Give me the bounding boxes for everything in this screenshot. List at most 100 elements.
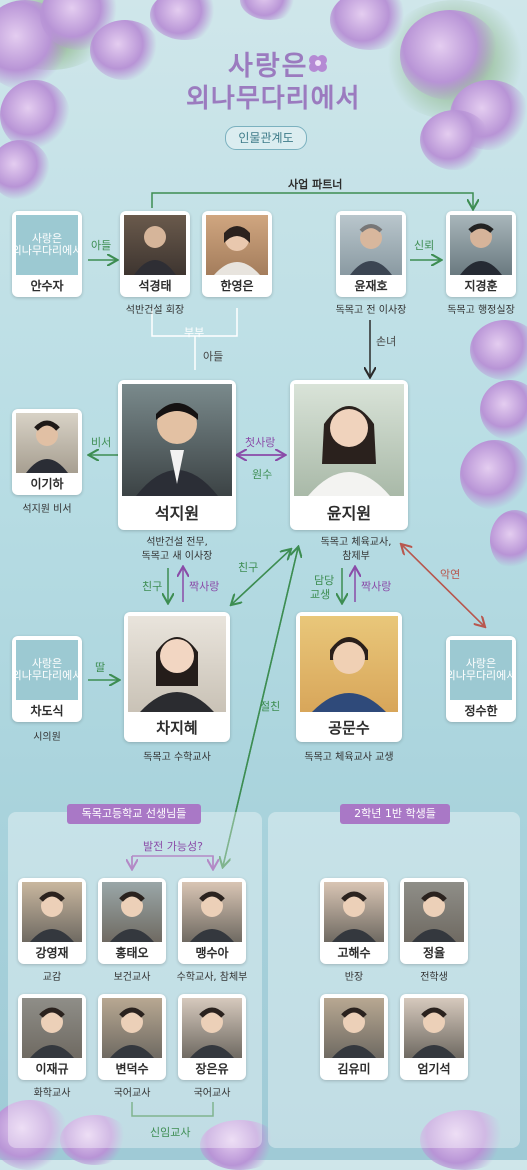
portrait — [294, 384, 404, 496]
person-icon — [308, 406, 390, 496]
character-desc: 전학생 — [420, 972, 448, 983]
drama-logo: 사랑은 외나무다리에서 — [12, 215, 82, 275]
character-name: 윤재호 — [354, 279, 388, 293]
relation-label-enemy: 원수 — [252, 468, 273, 481]
person-icon — [110, 1007, 154, 1058]
portrait — [182, 882, 242, 942]
character-name: 석경태 — [138, 279, 172, 293]
portrait — [16, 413, 78, 473]
teachers-card[interactable]: 변덕수 — [98, 994, 166, 1080]
teachers-panel — [8, 812, 262, 1148]
person-icon — [190, 1007, 234, 1058]
character-name: 한영은 — [220, 279, 254, 293]
portrait — [102, 998, 162, 1058]
character-desc: 국어교사 — [113, 1088, 151, 1099]
character-desc: 석반건설 회장 — [125, 305, 185, 316]
teachers-banner: 독목고등학교 선생님들 — [67, 804, 201, 824]
character-name: 이기하 — [30, 477, 64, 491]
portrait — [404, 998, 464, 1058]
relation-label-friend: 친구 — [142, 580, 163, 593]
character-desc: 보건교사 — [113, 972, 151, 983]
character-name: 이재규 — [35, 1062, 69, 1076]
teachers-card[interactable]: 강영재 — [18, 878, 86, 964]
person-icon — [110, 891, 154, 942]
teachers-card[interactable]: 맹수아 — [178, 878, 246, 964]
character-name: 차지혜 — [156, 719, 198, 737]
person-icon — [136, 403, 218, 496]
person-icon — [30, 891, 74, 942]
character-card-chadosik[interactable]: 사랑은 외나무다리에서 차도식 — [12, 636, 82, 722]
character-card-hanyeongeun[interactable]: 한영은 — [202, 211, 272, 297]
character-card-ansuja[interactable]: 사랑은 외나무다리에서 안수자 — [12, 211, 82, 297]
relation-label-secretary: 비서 — [91, 436, 112, 449]
character-card-yunjaeho[interactable]: 윤재호 — [336, 211, 406, 297]
relation-label-first-love: 첫사랑 — [245, 436, 276, 449]
person-icon — [412, 1007, 456, 1058]
person-icon — [140, 637, 214, 712]
portrait — [122, 384, 232, 496]
teachers-card[interactable]: 홍태오 — [98, 878, 166, 964]
character-name: 김유미 — [337, 1062, 371, 1076]
relation-label-potential: 발전 가능성? — [143, 840, 203, 853]
character-name: 맹수아 — [195, 946, 229, 960]
drama-logo: 사랑은 외나무다리에서 — [12, 640, 82, 700]
relation-label-student-teacher: 교생 — [310, 588, 331, 601]
students-card[interactable]: 엄기석 — [400, 994, 468, 1080]
relation-label-son: 아들 — [203, 350, 224, 363]
character-name: 정수한 — [464, 704, 498, 718]
relation-label-son: 아들 — [91, 239, 112, 252]
portrait — [124, 215, 186, 275]
character-desc: 독목고 수학교사 — [143, 752, 211, 763]
person-icon — [30, 1007, 74, 1058]
students-banner: 2학년 1반 학생들 — [340, 804, 450, 824]
portrait — [404, 882, 464, 942]
character-desc: 석지원 비서 — [22, 504, 72, 515]
desc-line: 석반건설 전무, — [146, 537, 208, 548]
students-panel — [268, 812, 520, 1148]
page-subtitle: 인물관계도 — [225, 126, 307, 150]
desc-line: 독목고 새 이사장 — [141, 551, 213, 562]
character-desc: 국어교사 — [193, 1088, 231, 1099]
students-card[interactable]: 정율 — [400, 878, 468, 964]
character-name: 공문수 — [328, 719, 370, 737]
portrait — [450, 215, 512, 275]
students-card[interactable]: 고해수 — [320, 878, 388, 964]
desc-line: 독목고 체육교사, — [320, 537, 392, 548]
character-card-seokjiwon[interactable]: 석지원 — [118, 380, 236, 530]
portrait — [324, 882, 384, 942]
person-icon — [350, 224, 392, 275]
character-card-chajihye[interactable]: 차지혜 — [124, 612, 230, 742]
character-card-igiha[interactable]: 이기하 — [12, 409, 82, 495]
character-desc: 화학교사 — [33, 1088, 71, 1099]
portrait — [340, 215, 402, 275]
person-icon — [214, 226, 260, 275]
relation-label-charge: 담당 — [314, 574, 335, 587]
person-icon — [332, 891, 376, 942]
character-name: 엄기석 — [417, 1062, 451, 1076]
portrait — [182, 998, 242, 1058]
relation-label-granddaughter: 손녀 — [376, 335, 397, 348]
character-card-seokgyeongtae[interactable]: 석경태 — [120, 211, 190, 297]
character-card-gongmunsu[interactable]: 공문수 — [296, 612, 402, 742]
character-desc: 독목고 전 이사장 — [335, 305, 407, 316]
portrait — [206, 215, 268, 275]
teachers-card[interactable]: 장은유 — [178, 994, 246, 1080]
character-card-yunjiwon[interactable]: 윤지원 — [290, 380, 408, 530]
person-icon — [332, 1007, 376, 1058]
relation-label-best-friend: 절친 — [260, 700, 281, 713]
relation-label-partner: 사업 파트너 — [288, 178, 343, 191]
character-card-jigyeonghun[interactable]: 지경훈 — [446, 211, 516, 297]
portrait — [128, 616, 226, 712]
character-desc: 반장 — [344, 972, 364, 983]
character-desc: 석반건설 전무, 독목고 새 이사장 — [118, 536, 236, 564]
person-icon — [460, 223, 502, 275]
students-card[interactable]: 김유미 — [320, 994, 388, 1080]
teachers-card[interactable]: 이재규 — [18, 994, 86, 1080]
character-name: 장은유 — [195, 1062, 229, 1076]
character-card-jeongsuhan[interactable]: 사랑은 외나무다리에서 정수한 — [446, 636, 516, 722]
relation-label-trust: 신뢰 — [414, 239, 435, 252]
title-line2: 외나무다리에서 — [186, 84, 361, 114]
portrait — [22, 882, 82, 942]
relation-label-new-teacher: 신임교사 — [150, 1126, 191, 1139]
